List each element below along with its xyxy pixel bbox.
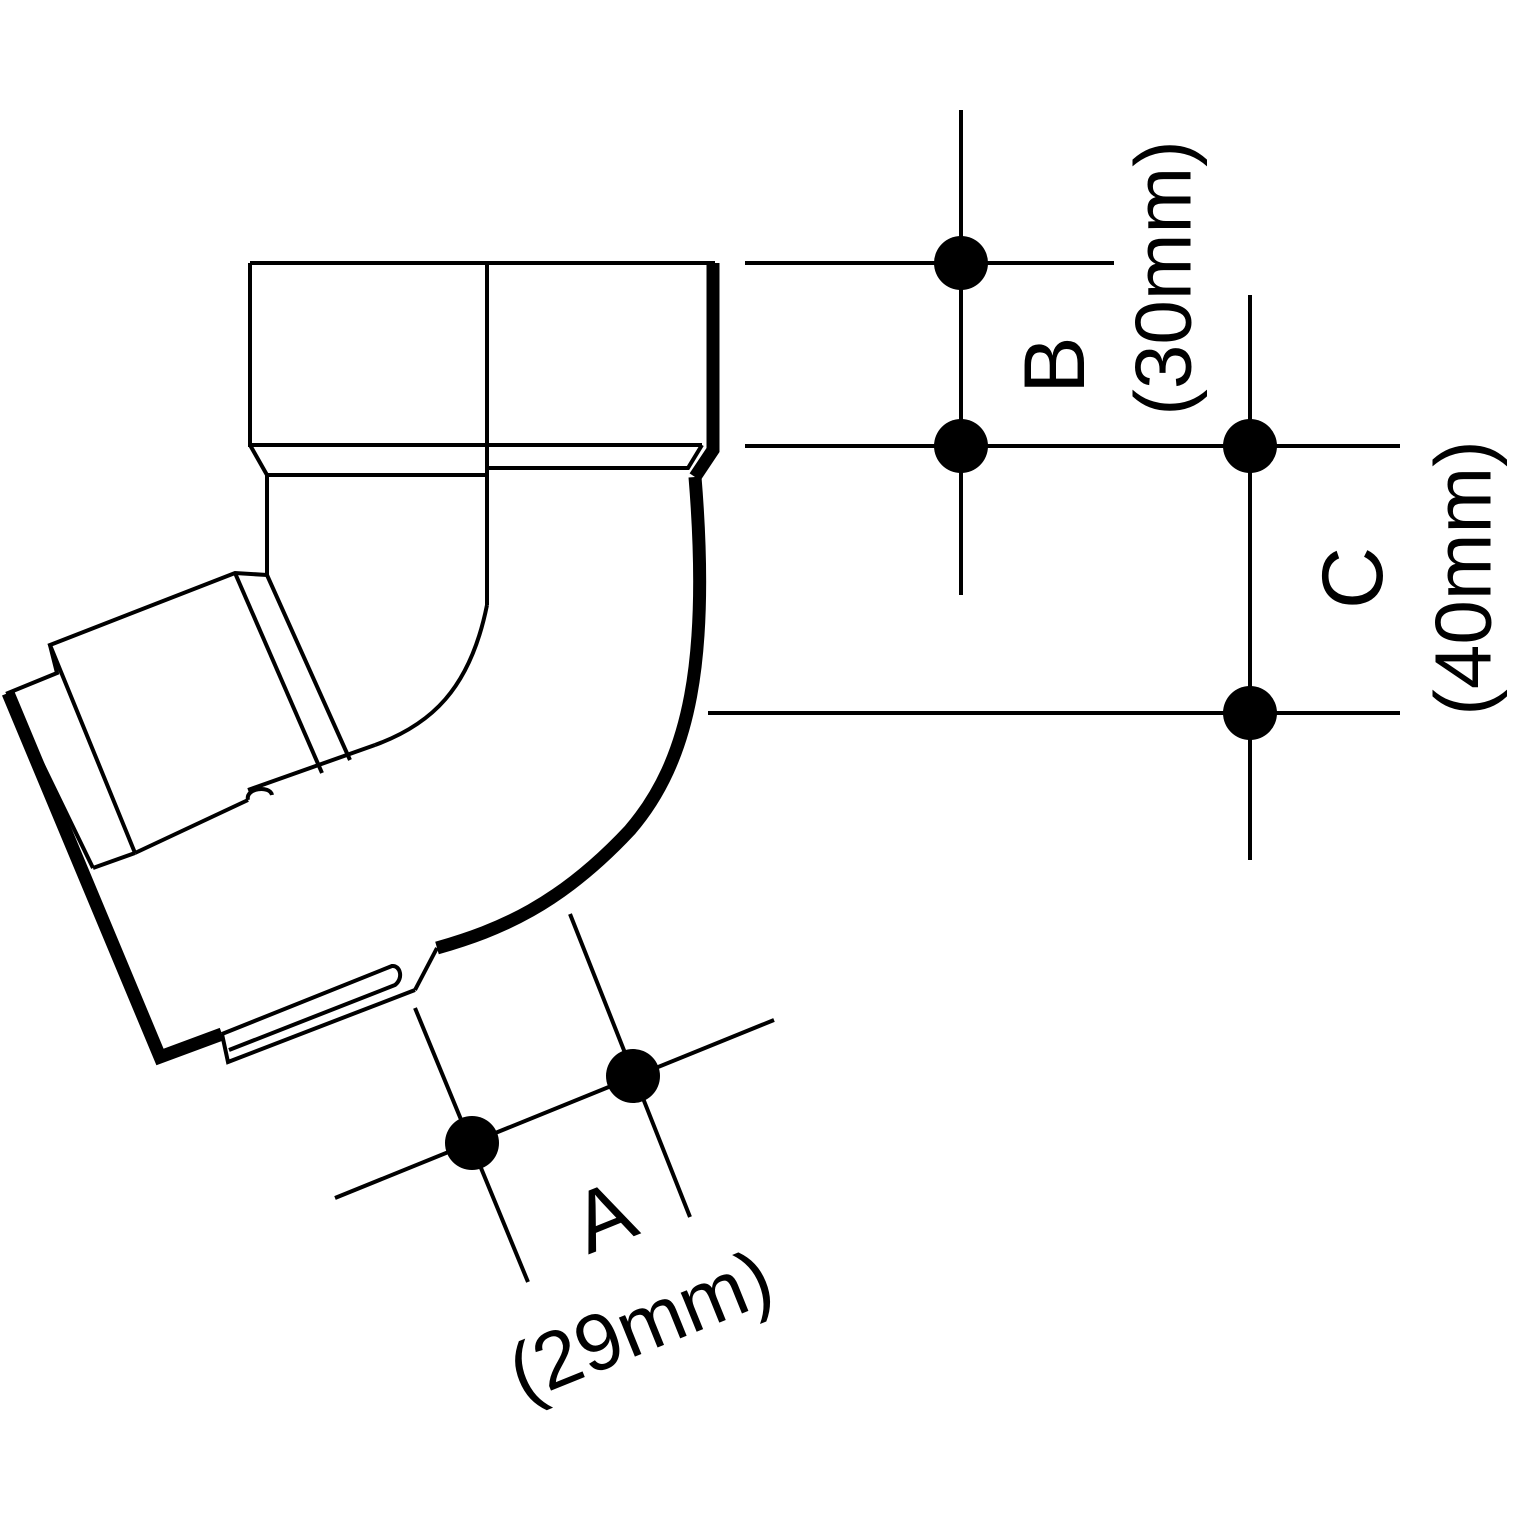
dimension-b-letter: B: [1007, 336, 1103, 393]
dimension-c-top-marker: [1223, 419, 1277, 473]
angled-socket: [2, 570, 439, 1066]
dimension-a: A (29mm): [334, 913, 785, 1418]
dimension-c: C (40mm): [708, 295, 1508, 860]
dimension-b-bottom-marker: [934, 419, 988, 473]
dimension-c-bottom-marker: [1223, 686, 1277, 740]
dimension-c-value: (40mm): [1419, 440, 1508, 716]
dimension-b-top-marker: [934, 236, 988, 290]
dimension-c-letter: C: [1305, 547, 1401, 609]
dimension-a-value: (29mm): [496, 1232, 785, 1418]
top-socket: [248, 261, 720, 605]
elbow-body: [245, 476, 707, 955]
dimension-a-line: [334, 1018, 775, 1200]
pipe-elbow-fitting: [2, 261, 720, 1066]
dimension-a-letter: A: [559, 1162, 649, 1273]
dimension-b: B (30mm): [745, 110, 1400, 595]
dimension-a-right-marker: [606, 1049, 660, 1103]
dimension-a-left-marker: [445, 1116, 499, 1170]
dimension-b-value: (30mm): [1119, 140, 1208, 416]
